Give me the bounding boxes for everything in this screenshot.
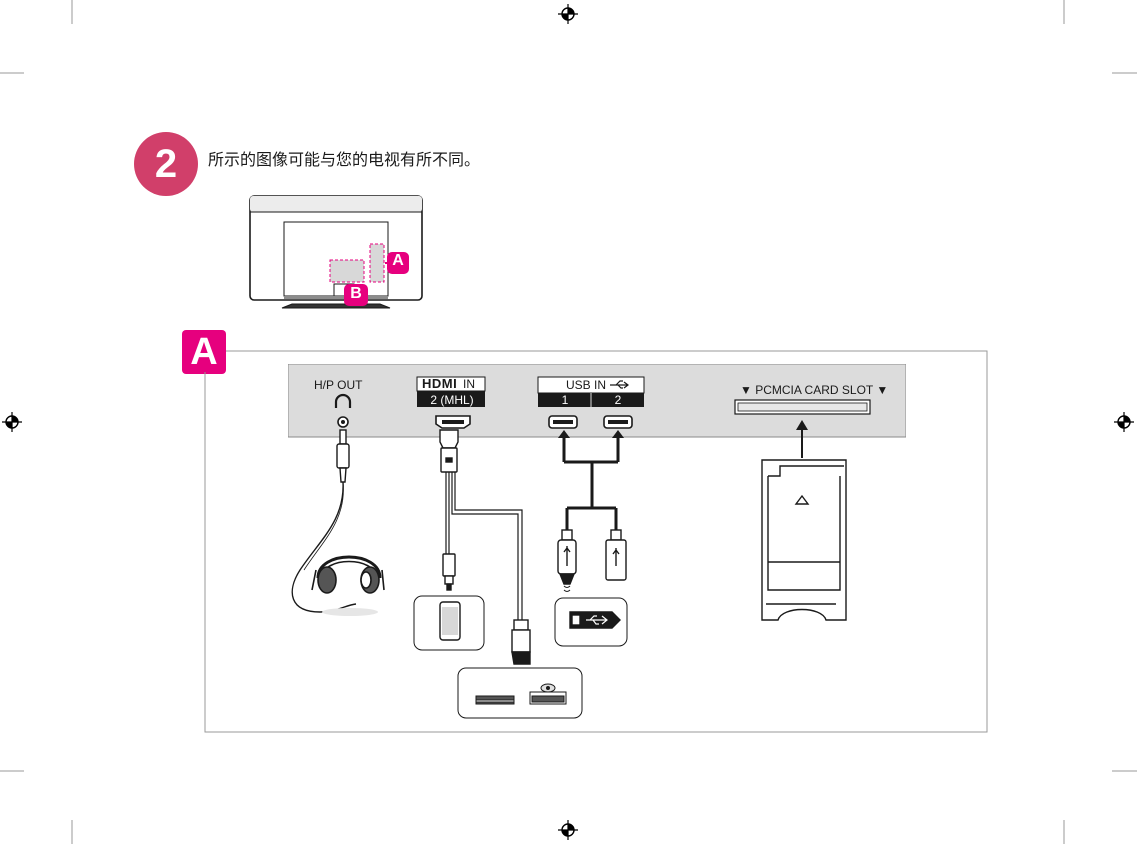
hdmi-sub-label: 2 (MHL) (430, 393, 474, 407)
tv-rear-overview (249, 195, 423, 309)
section-a-label: A (190, 330, 218, 373)
hdmi-plug (439, 429, 459, 473)
micro-usb-plug (442, 553, 456, 591)
usb-2-label: 2 (614, 393, 622, 407)
hdmi-plug-device (511, 619, 531, 665)
usb-symbol-icon (610, 380, 629, 389)
section-a-badge: A (182, 330, 226, 374)
registration-mark-icon (1114, 412, 1134, 432)
registration-mark-icon (558, 820, 578, 840)
marker-b (344, 284, 368, 306)
marker-a-label: A (392, 252, 404, 269)
usb-port-1 (548, 415, 578, 429)
hdmi-port (435, 415, 471, 429)
registration-mark-icon (2, 412, 22, 432)
usb-drive-icon (569, 611, 621, 629)
hdmi-port-label-box (416, 376, 486, 407)
usb-stick-plug (605, 529, 627, 581)
headphones-icon (311, 555, 385, 616)
usb-port-label-box (537, 376, 645, 407)
usb-1-label: 1 (561, 393, 569, 407)
smartphone-icon (439, 601, 461, 641)
marker-b-label: B (350, 285, 362, 302)
registration-mark-icon (558, 4, 578, 24)
headphone-plug (336, 429, 350, 483)
usb-in-label: USB IN (566, 378, 607, 392)
step-number: 2 (154, 141, 178, 186)
usb-plug-cable (557, 529, 577, 585)
usb-port-2 (603, 415, 633, 429)
headphone-symbol-icon (334, 393, 352, 428)
hp-out-label: H/P OUT (314, 378, 363, 392)
step-number-badge: 2 (134, 132, 198, 196)
hdmi-logo: HDMI (422, 376, 458, 391)
dvd-player-icon (475, 683, 567, 705)
step-description: 所示的图像可能与您的电视有所不同。 (208, 150, 481, 169)
ci-card-icon (761, 459, 847, 621)
hdmi-in-label: IN (463, 377, 475, 391)
pcmcia-slot (734, 399, 871, 415)
marker-a (385, 252, 409, 274)
pcmcia-label: ▼ PCMCIA CARD SLOT ▼ (740, 383, 889, 397)
